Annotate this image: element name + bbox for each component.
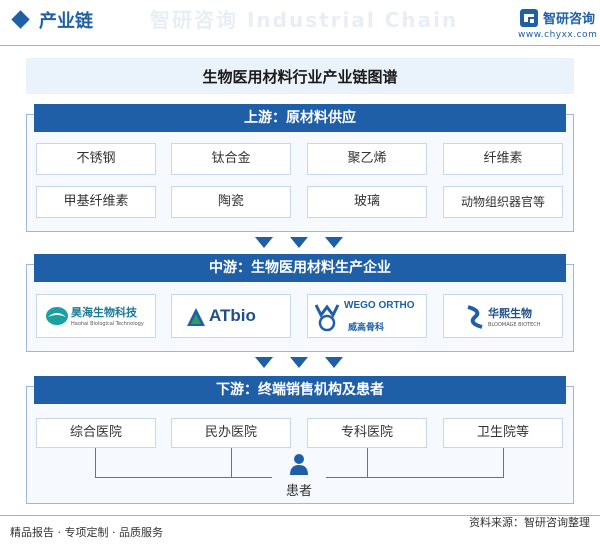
footer-divider [0, 515, 600, 516]
brand-logo-icon [520, 9, 538, 27]
flow-arrow-icon [325, 237, 343, 248]
downstream-item: 综合医院 [36, 418, 156, 448]
company-name: 华熙生物 [488, 307, 532, 320]
diamond-icon [11, 10, 30, 29]
downstream-item: 民办医院 [171, 418, 291, 448]
patient-label: 患者 [285, 484, 312, 499]
upstream-item: 纤维素 [443, 143, 563, 175]
upstream-label: 上游：原材料供应 [34, 104, 566, 132]
midstream-label: 中游：生物医用材料生产企业 [34, 254, 566, 282]
person-icon [290, 454, 308, 475]
connector-line [326, 477, 504, 478]
connector-line [95, 448, 96, 478]
footer-source: 资料来源：智研咨询整理 [469, 516, 590, 529]
downstream-item: 卫生院等 [443, 418, 563, 448]
downstream-label: 下游：终端销售机构及患者 [34, 376, 566, 404]
connector-line [367, 448, 368, 478]
upstream-item: 玻璃 [307, 186, 427, 218]
haohai-logo-icon [46, 307, 68, 325]
flow-arrow-icon [290, 357, 308, 368]
company-logo-wego: WEGO ORTHO 威高骨科 [307, 294, 427, 338]
section-title: 产业链 [39, 11, 93, 32]
title-bar [26, 58, 574, 94]
flow-arrow-icon [290, 237, 308, 248]
upstream-item: 不锈钢 [36, 143, 156, 175]
connector-line [95, 477, 272, 478]
company-logo-haohai: 昊海生物科技 Haohai Biological Technology [36, 294, 156, 338]
flow-arrow-icon [325, 357, 343, 368]
company-subname: 威高骨科 [348, 323, 385, 333]
upstream-item: 甲基纤维素 [36, 186, 156, 218]
footer-tagline: 精品报告 · 专项定制 · 品质服务 [10, 526, 163, 539]
upstream-item: 钛合金 [171, 143, 291, 175]
brand-url[interactable]: www.chyxx.com [518, 30, 598, 40]
connector-line [231, 448, 232, 478]
company-logo-atbio: ATbio [171, 294, 291, 338]
company-name: 昊海生物科技 [71, 306, 137, 319]
company-logo-bloomage: 华熙生物 BLOOMAGE BIOTECH [443, 294, 563, 338]
upstream-item: 动物组织器官等 [443, 186, 563, 218]
upstream-item: 陶瓷 [171, 186, 291, 218]
wego-logo-icon [314, 304, 340, 332]
flow-arrow-icon [255, 237, 273, 248]
watermark: 智研咨询 Industrial Chain [150, 8, 459, 32]
connector-line [503, 448, 504, 478]
upstream-item: 聚乙烯 [307, 143, 427, 175]
header: 产业链 智研咨询 Industrial Chain 智研咨询 www.chyxx… [0, 0, 600, 42]
company-name: WEGO ORTHO [344, 300, 415, 311]
company-subname: Haohai Biological Technology [71, 321, 144, 327]
downstream-item: 专科医院 [307, 418, 427, 448]
company-name: ATbio [209, 306, 256, 325]
diagram-title: 生物医用材料行业产业链图谱 [202, 68, 398, 86]
brand-name: 智研咨询 [543, 12, 596, 27]
atbio-logo-icon [187, 308, 205, 326]
company-subname: BLOOMAGE BIOTECH [488, 322, 541, 328]
flow-arrow-icon [255, 357, 273, 368]
header-divider [0, 45, 600, 46]
bloomage-logo-icon [467, 305, 483, 329]
